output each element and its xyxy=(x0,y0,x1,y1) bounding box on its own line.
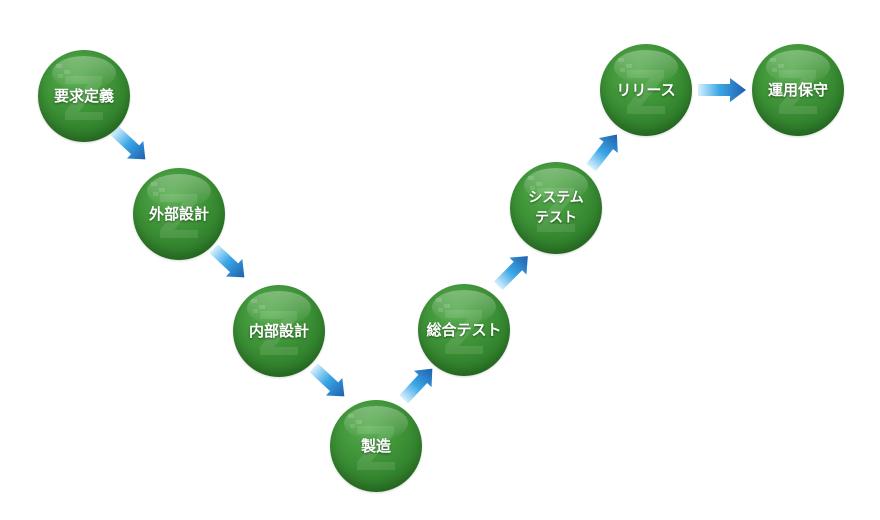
step-label: 要求定義 xyxy=(53,87,114,105)
step-label: 総合テスト xyxy=(426,321,502,339)
step-label: リリース xyxy=(616,81,676,99)
step-integration-test-node: 総合テスト xyxy=(418,284,510,376)
node-gloss xyxy=(247,291,311,325)
node-gloss xyxy=(52,56,116,90)
step-manufacturing-node: 製造 xyxy=(330,400,422,492)
step-label: 内部設計 xyxy=(248,322,309,340)
z-logo-icon xyxy=(151,182,198,238)
arrow-system-to-release xyxy=(586,134,618,172)
step-label: 外部設計 xyxy=(148,205,209,223)
arrow-internal-to-manufacturing xyxy=(309,363,345,397)
z-logo-icon xyxy=(56,64,103,120)
z-logo-icon xyxy=(770,58,817,114)
step-label: 製造 xyxy=(360,437,391,455)
step-internal-design-node: 内部設計 xyxy=(233,285,325,377)
z-logo-icon xyxy=(618,58,665,114)
z-logo-icon xyxy=(348,414,395,470)
step-system-test-node: システム テスト xyxy=(510,162,602,254)
node-gloss xyxy=(432,290,496,324)
arrow-release-to-operations xyxy=(698,78,746,102)
arrow-integration-to-system xyxy=(493,256,528,291)
step-operations-node: 運用保守 xyxy=(752,44,844,136)
arrow-requirements-to-external xyxy=(110,126,146,160)
step-external-design-node: 外部設計 xyxy=(133,168,225,260)
node-gloss xyxy=(614,50,678,84)
z-logo-icon xyxy=(436,298,483,354)
node-gloss xyxy=(766,50,830,84)
step-label: 運用保守 xyxy=(767,81,828,99)
step-label: システム テスト xyxy=(528,190,584,226)
node-gloss xyxy=(344,406,408,440)
step-release-node: リリース xyxy=(600,44,692,136)
node-gloss xyxy=(524,168,588,202)
z-logo-icon xyxy=(528,176,575,232)
arrow-external-to-internal xyxy=(209,244,245,278)
node-gloss xyxy=(147,174,211,208)
arrow-manufacturing-to-integration xyxy=(399,368,433,404)
step-requirements-node: 要求定義 xyxy=(38,50,130,142)
z-logo-icon xyxy=(251,299,298,355)
